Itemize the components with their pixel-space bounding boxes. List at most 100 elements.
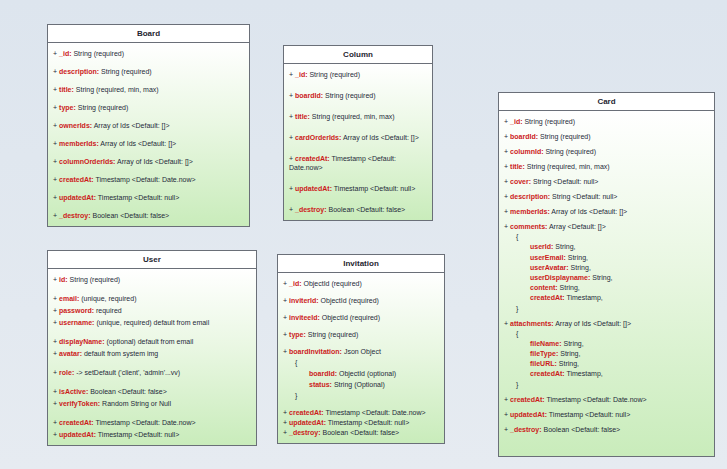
field-name: _destroy:	[510, 426, 542, 433]
entity-box: Column+ _id: String (required)+ boardId:…	[283, 45, 433, 221]
field-line: + role: -> setDefault ('client', 'admin'…	[53, 368, 250, 377]
field-line: + username: (unique, required) default f…	[53, 318, 250, 327]
field-type: String,	[557, 360, 579, 367]
field-name: createdAt:	[59, 419, 94, 426]
field-type: String (required)	[76, 104, 129, 111]
field-name: boardId:	[510, 133, 538, 140]
field-type: String (required)	[306, 331, 359, 338]
entity-body: + _id: String (required) + description: S…	[48, 43, 249, 226]
field-name: avatar:	[59, 350, 82, 357]
field-line: + _destroy: Boolean <Default: false>	[504, 425, 708, 434]
field-prefix: +	[53, 50, 59, 57]
field-line: + description: String <Default: null>	[504, 192, 708, 201]
field-line: + createdAt: Timestamp <Default: Date.no…	[504, 395, 708, 404]
field-line: + updatedAt: Timestamp <Default: null>	[283, 418, 438, 427]
field-name: inviterId:	[289, 297, 319, 304]
field-name: title:	[59, 86, 74, 93]
field-type: Timestamp,	[565, 294, 603, 301]
field-line: + displayName: (optional) default from e…	[53, 337, 250, 346]
entity-box: Card+ _id: String (required)+ boardId: S…	[498, 92, 715, 457]
field-type: }	[295, 392, 297, 399]
field-type: Timestamp <Default: Date.now>	[94, 176, 196, 183]
field-type: ObjectId (optional)	[337, 370, 396, 377]
field-name: createdAt:	[289, 409, 324, 416]
field-name: isActive:	[59, 388, 88, 395]
entity-body: + _id: String (required)+ boardId: Strin…	[499, 111, 714, 456]
field-type: Array of Ids <Default: []>	[341, 134, 418, 141]
field-prefix: +	[283, 314, 289, 321]
field-line: userAvatar: String,	[530, 263, 708, 272]
field-name: password:	[59, 307, 94, 314]
field-prefix: +	[504, 148, 510, 155]
field-line: + memberIds: Array of Ids <Default: []>	[504, 207, 708, 216]
entity-box: Invitation+ _id: ObjectId (required)+ in…	[277, 254, 445, 444]
field-name: description:	[59, 68, 99, 75]
field-type: String <Default: null>	[550, 193, 617, 200]
entity-title: User	[48, 251, 256, 269]
field-prefix: +	[283, 348, 289, 355]
field-name: attachments:	[510, 320, 554, 327]
field-line: {	[295, 358, 438, 367]
field-type: String (Optional)	[332, 381, 385, 388]
field-type: ObjectId (required)	[319, 297, 379, 304]
field-type: String,	[566, 254, 588, 261]
field-name: userDisplayname:	[530, 274, 590, 281]
field-line: + comments: Array <Default: []>	[504, 222, 708, 231]
entity-body: + id: String (required)+ email: (unique,…	[48, 269, 256, 445]
field-type: String (required)	[538, 133, 591, 140]
field-prefix: +	[53, 122, 59, 129]
field-name: _id:	[59, 50, 71, 57]
field-name: cover:	[510, 178, 531, 185]
field-name: boardId:	[295, 92, 323, 99]
field-prefix: +	[53, 431, 59, 438]
field-line: boardId: ObjectId (optional)	[309, 369, 438, 378]
field-type: Timestamp <Default: null>	[96, 194, 179, 201]
field-type: Json Object	[342, 348, 381, 355]
field-prefix: +	[289, 113, 295, 120]
field-name: description:	[510, 193, 550, 200]
field-type: Array of Ids <Default: []>	[99, 140, 176, 147]
field-type: String (required)	[523, 118, 576, 125]
field-name: id:	[59, 276, 68, 283]
field-prefix: +	[504, 223, 510, 230]
field-line: + password: required	[53, 306, 250, 315]
field-line: }	[516, 380, 708, 389]
field-name: comments:	[510, 223, 547, 230]
field-prefix: +	[53, 388, 59, 395]
field-type: Boolean <Default: false>	[88, 388, 167, 395]
field-name: fileName:	[530, 340, 562, 347]
entity-box: User+ id: String (required)+ email: (uni…	[47, 250, 257, 446]
field-prefix: +	[53, 369, 59, 376]
field-type: Timestamp <Default: Date.now>	[545, 396, 647, 403]
field-type: ObjectId (required)	[320, 314, 380, 321]
field-name: status:	[309, 381, 332, 388]
field-prefix: +	[289, 206, 295, 213]
field-type: {	[295, 359, 297, 366]
field-prefix: +	[289, 92, 295, 99]
field-type: (unique, required)	[79, 295, 136, 302]
field-line: + attachments: Array of Ids <Default: []…	[504, 319, 708, 328]
field-line: createdAt: Timestamp,	[530, 369, 708, 378]
field-prefix: +	[53, 158, 59, 165]
field-type: Boolean <Default: false>	[327, 206, 406, 213]
field-type: Array of Ids <Default: []>	[115, 158, 192, 165]
field-type: String,	[558, 350, 580, 357]
field-prefix: +	[53, 276, 59, 283]
field-prefix: +	[53, 400, 59, 407]
field-prefix: +	[53, 212, 59, 219]
field-type: String (required, min, max)	[74, 86, 159, 93]
field-type: String,	[569, 264, 591, 271]
field-prefix: +	[53, 295, 59, 302]
field-line: + memberIds: Array of Ids <Default: []>	[53, 139, 243, 148]
field-line: + createdAt: Timestamp <Default: Date.no…	[53, 175, 243, 184]
field-prefix: +	[504, 193, 510, 200]
field-line: fileType: String,	[530, 349, 708, 358]
field-name: type:	[59, 104, 76, 111]
field-type: String (required, min, max)	[310, 113, 395, 120]
field-prefix: +	[289, 185, 295, 192]
field-type: Timestamp <Default: Date.now>	[324, 409, 426, 416]
field-line: }	[295, 391, 438, 400]
field-type: Timestamp <Default: Date.now>	[94, 419, 196, 426]
field-prefix: +	[53, 307, 59, 314]
field-type: Timestamp <Default: null>	[96, 431, 179, 438]
